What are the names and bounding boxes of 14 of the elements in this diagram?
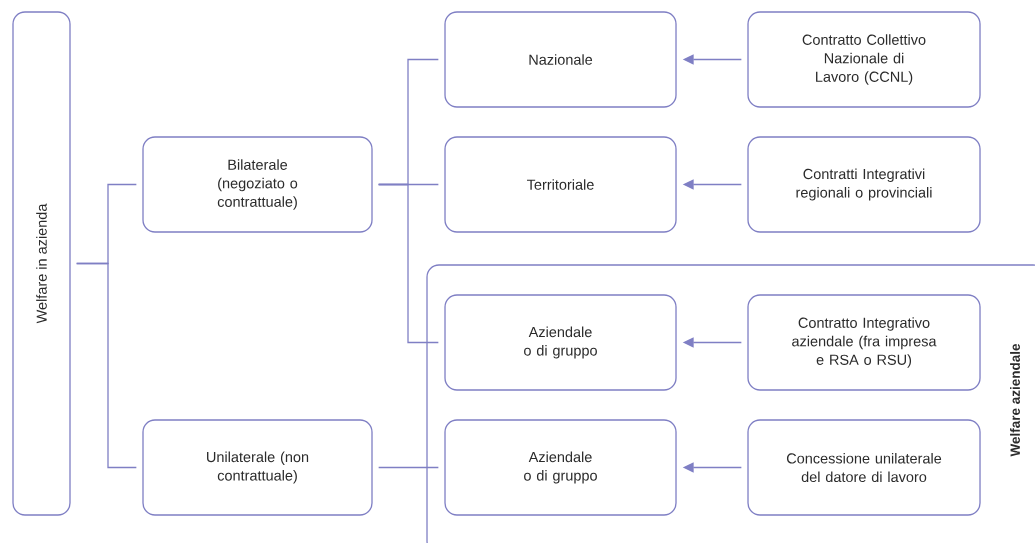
level-box: Territoriale: [444, 136, 677, 233]
category-box: Bilaterale (negoziato o contrattuale): [142, 136, 373, 233]
contract-box: Contratti Integrativi regionali o provinciali: [747, 136, 981, 233]
connector-line: [378, 466, 439, 469]
category-box: Unilaterale (non contrattuale): [142, 419, 373, 516]
level-box: Nazionale: [444, 11, 677, 108]
level-box: Aziendale o di gruppo: [444, 419, 677, 516]
connector-line: [76, 262, 137, 469]
vertical-box: Welfare in azienda: [12, 11, 71, 516]
contract-box: Concessione unilaterale del datore di lavoro: [747, 419, 981, 516]
level-box: Aziendale o di gruppo: [444, 294, 677, 391]
connector-line: [378, 183, 439, 344]
contract-box: Contratto Collettivo Nazionale di Lavoro (CCNL): [747, 11, 981, 108]
contract-box: Contratto Integrativo aziendale (fra impresa e RSA o RSU): [747, 294, 981, 391]
